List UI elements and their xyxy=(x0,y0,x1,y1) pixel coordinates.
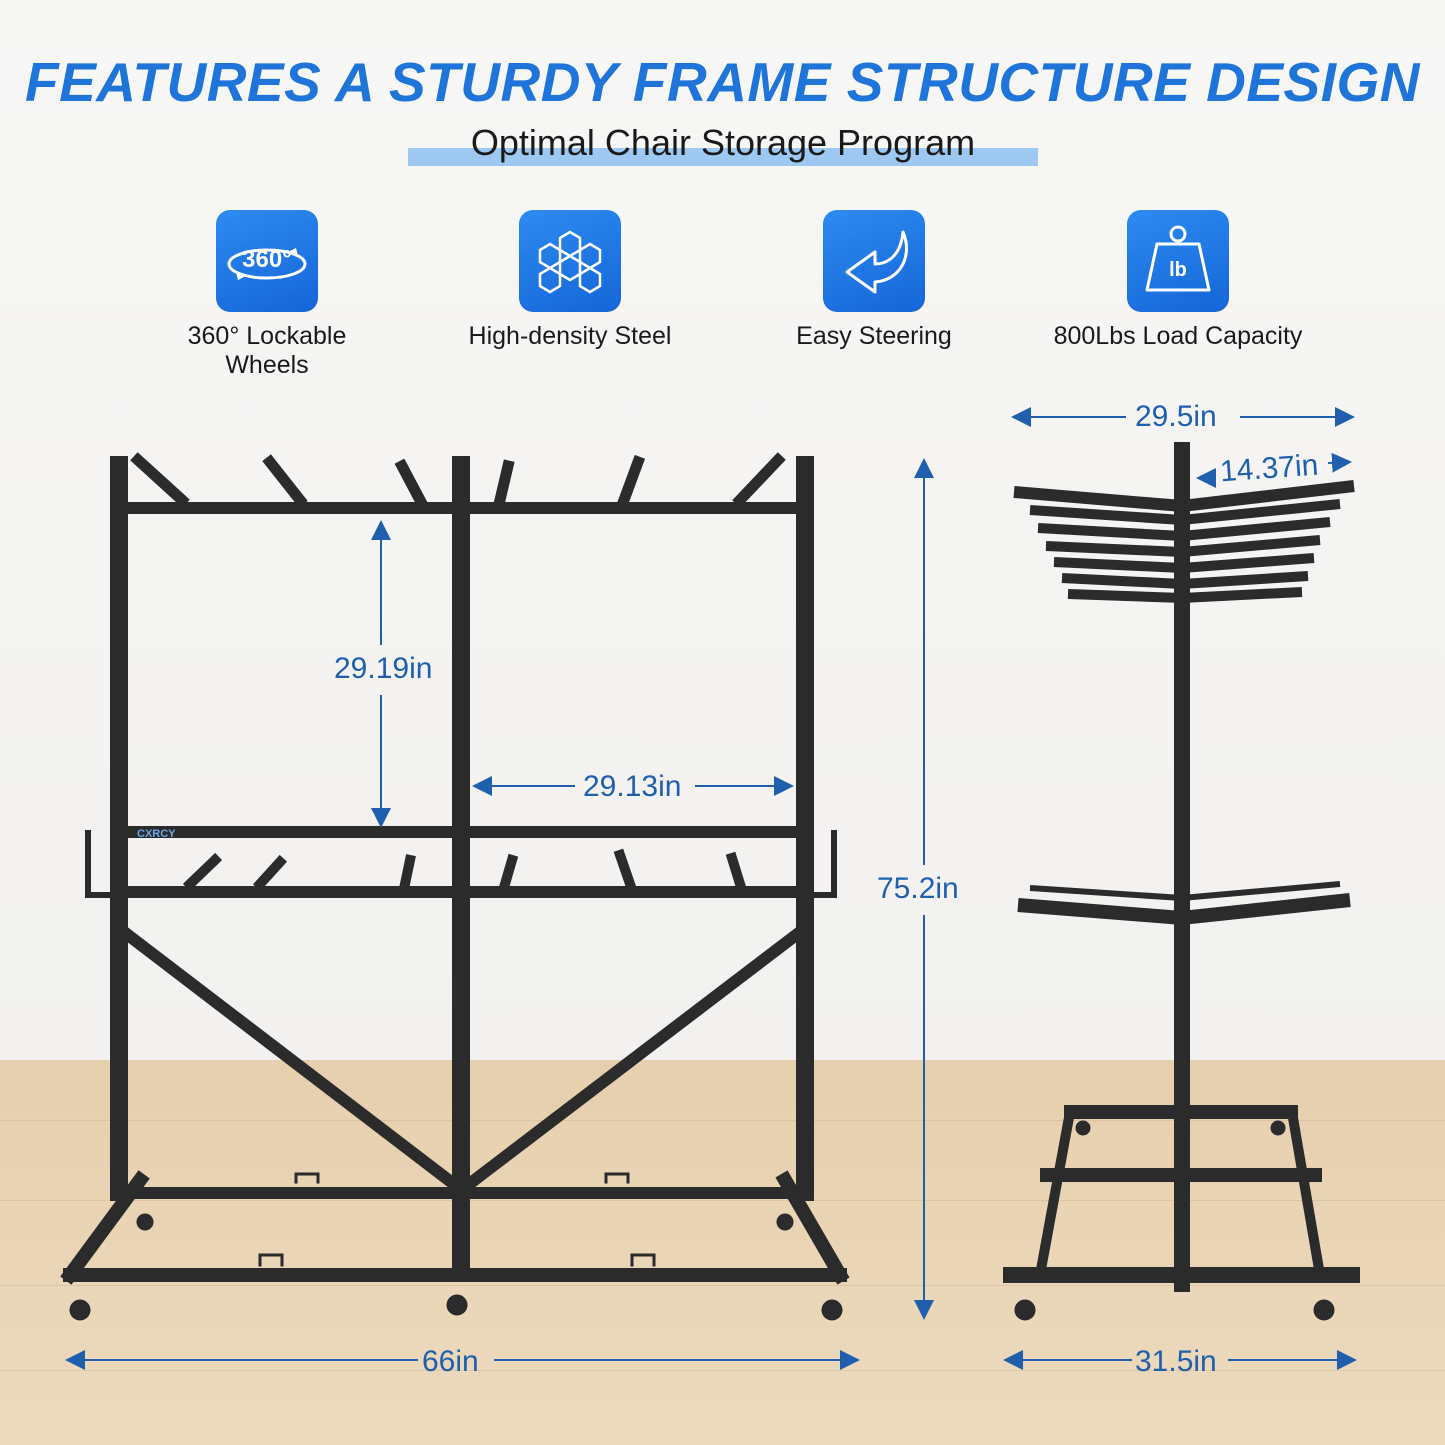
dimension-arm-length: 14.37in xyxy=(1218,448,1320,489)
feature-load: lb 800Lbs Load Capacity xyxy=(1028,210,1328,351)
360-rotate-icon: 360° xyxy=(216,210,318,312)
feature-wheels: 360° 360° Lockable Wheels xyxy=(117,210,417,380)
feature-label-line2: Wheels xyxy=(225,351,309,379)
feature-label: 360° Lockable Wheels xyxy=(117,322,417,380)
feature-label: 800Lbs Load Capacity xyxy=(1053,322,1303,350)
dimension-shelf-height: 29.19in xyxy=(334,652,433,685)
dimension-total-height: 75.2in xyxy=(877,872,959,905)
brand-logo: CXRCY xyxy=(137,828,176,840)
360-icon-text: 360° xyxy=(242,246,292,273)
dimension-base-depth: 31.5in xyxy=(1135,1345,1217,1378)
dimension-bay-width: 29.13in xyxy=(583,770,682,803)
subtitle-highlight xyxy=(408,148,1038,166)
feature-steering: Easy Steering xyxy=(724,210,1024,351)
subtitle: Optimal Chair Storage Program xyxy=(470,122,976,163)
feature-label-line1: 360° Lockable xyxy=(187,322,347,350)
curved-arrow-icon xyxy=(823,210,925,312)
feature-label: High-density Steel xyxy=(468,322,672,350)
front-view-rack xyxy=(60,452,850,1321)
dimension-side-top-width: 29.5in xyxy=(1135,400,1217,433)
honeycomb-icon xyxy=(519,210,621,312)
floor-background xyxy=(0,1060,1445,1445)
weight-icon-text: lb xyxy=(1169,259,1187,281)
dimension-lines xyxy=(65,407,1357,1370)
weight-icon: lb xyxy=(1127,210,1229,312)
headline: FEATURES A STURDY FRAME STRUCTURE DESIGN xyxy=(24,51,1421,113)
side-view-rack xyxy=(1003,442,1360,1321)
subtitle-block: Optimal Chair Storage Program xyxy=(408,118,1038,174)
dimension-total-width: 66in xyxy=(422,1345,479,1378)
feature-steel: High-density Steel xyxy=(420,210,720,351)
feature-label: Easy Steering xyxy=(796,322,952,350)
